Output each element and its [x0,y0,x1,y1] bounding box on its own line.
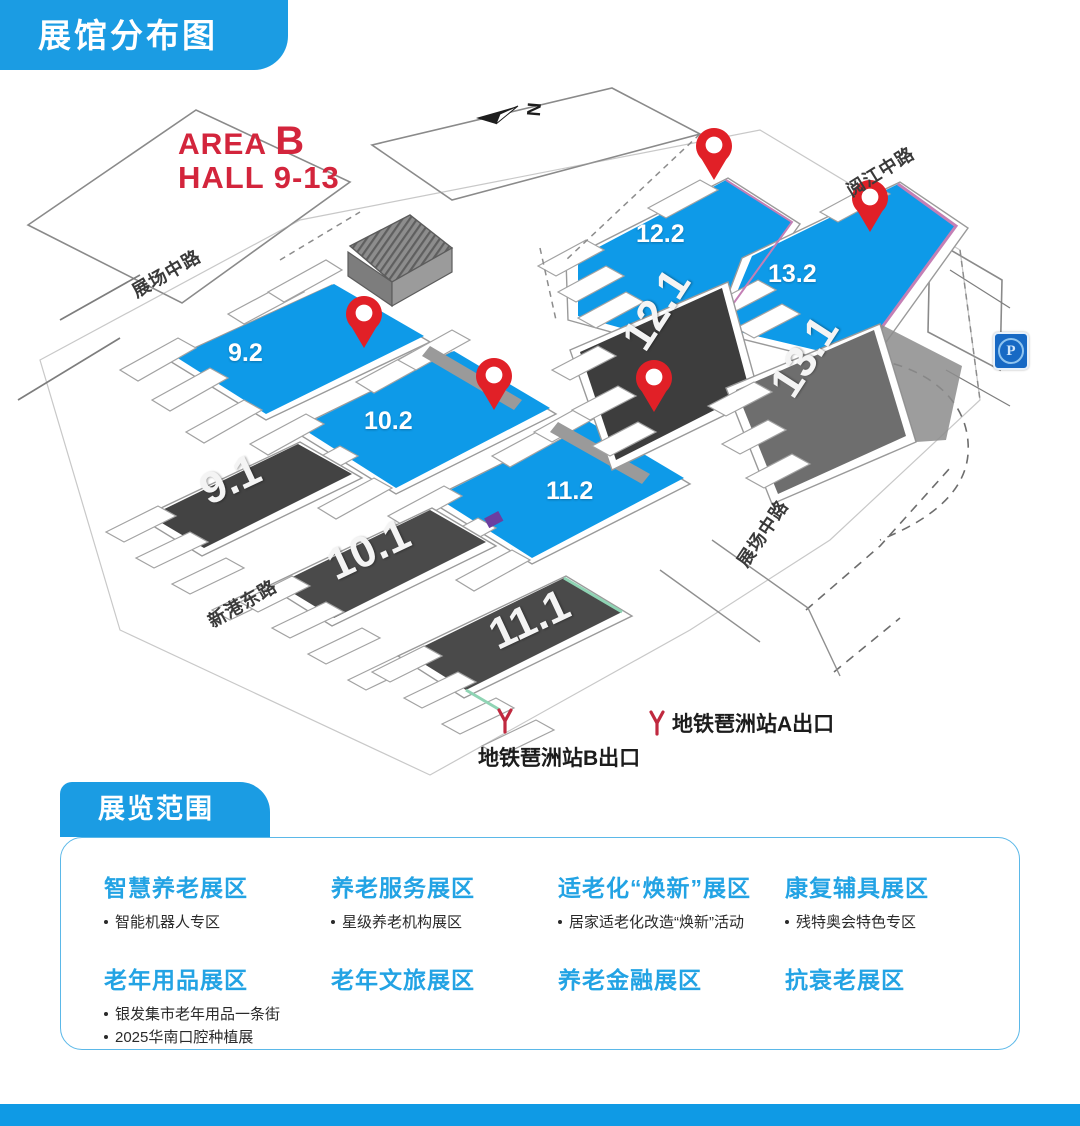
scope-category-zone-elderly-tourism[interactable]: 老年文旅展区 [313,961,540,1050]
map-pin [345,296,382,348]
hall-label-13-2: 13.2 [768,260,817,288]
category-sub-item: 银发集市老年用品一条街 [104,1003,313,1026]
category-sub-item: 残特奥会特色专区 [785,911,994,934]
category-title: 老年文旅展区 [331,966,475,993]
category-sub-list: 星级养老机构展区 [331,911,540,934]
map-pin-group [345,128,888,412]
area-heading-halls: HALL 9-13 [178,160,340,196]
scope-category-zone-aging-renewal[interactable]: 适老化“焕新”展区 居家适老化改造“焕新”活动 [540,869,767,935]
map-pin [475,358,512,410]
scope-category-zone-anti-aging[interactable]: 抗衰老展区 [767,961,994,1050]
scope-category-zone-elderly-finance[interactable]: 养老金融展区 [540,961,767,1050]
category-sub-item: 2025华南口腔种植展 [104,1026,313,1049]
map-illustration [17,87,1011,776]
area-heading-letter: B [275,119,306,163]
category-sub-list: 银发集市老年用品一条街 2025华南口腔种植展 [104,1003,313,1050]
compass-north-icon: N [470,78,550,138]
scope-category-grid: 智慧养老展区 智能机器人专区 养老服务展区 星级养老机构展区 适老化“焕新”展区… [60,837,1020,1050]
category-title: 智慧养老展区 [104,875,248,901]
area-heading: AREA B HALL 9-13 [178,120,340,195]
category-sub-item: 星级养老机构展区 [331,911,540,934]
bottom-accent-bar [0,1104,1080,1126]
category-sub-list: 智能机器人专区 [104,911,313,934]
scope-category-zone-elderly-service[interactable]: 养老服务展区 星级养老机构展区 [313,869,540,935]
scope-title-tab: 展览范围 [60,782,270,837]
parking-icon: P [993,332,1029,370]
scope-category-zone-rehab-aids[interactable]: 康复辅具展区 残特奥会特色专区 [767,869,994,935]
svg-text:N: N [522,102,544,118]
category-sub-item: 智能机器人专区 [104,911,313,934]
area-heading-prefix: AREA [178,128,276,161]
parking-letter: P [998,338,1024,364]
category-title: 养老金融展区 [558,966,702,993]
category-sub-list: 居家适老化改造“焕新”活动 [558,911,767,934]
metro-exit-marker-icon [496,708,514,734]
category-sub-item: 居家适老化改造“焕新”活动 [558,911,767,934]
metro-exit-a: 地铁琶洲站A出口 [648,708,834,738]
metro-exit-b: 地铁琶洲站B出口 [478,708,641,772]
category-title: 适老化“焕新”展区 [558,875,751,901]
metro-exit-marker-icon [648,710,666,736]
map-pin [635,360,672,412]
exhibition-hall-map: N AREA B HALL 9-13 9.2 10.2 11.2 12.2 13… [0,70,1080,785]
category-title: 抗衰老展区 [785,966,905,993]
metro-exit-a-label: 地铁琶洲站A出口 [672,713,835,736]
page-title: 展馆分布图 [38,16,218,54]
metro-exit-b-label: 地铁琶洲站B出口 [478,747,641,770]
category-title: 康复辅具展区 [785,875,929,901]
hall-label-11-2: 11.2 [546,477,594,505]
hall-label-10-2: 10.2 [364,407,413,435]
map-pin [851,180,888,232]
scope-category-zone-elderly-products[interactable]: 老年用品展区 银发集市老年用品一条街 2025华南口腔种植展 [86,961,313,1050]
hall-label-12-2: 12.2 [636,220,685,248]
category-title: 老年用品展区 [104,966,248,993]
page-title-tab: 展馆分布图 [0,0,288,70]
category-sub-list: 残特奥会特色专区 [785,911,994,934]
hall-label-9-2: 9.2 [228,339,263,367]
scope-category-zone-smart-elderly[interactable]: 智慧养老展区 智能机器人专区 [86,869,313,935]
stairs-structure [347,214,454,308]
category-title: 养老服务展区 [331,875,475,901]
map-pin [695,128,732,180]
scope-title: 展览范围 [98,794,214,824]
scope-panel-border [60,837,1020,1050]
